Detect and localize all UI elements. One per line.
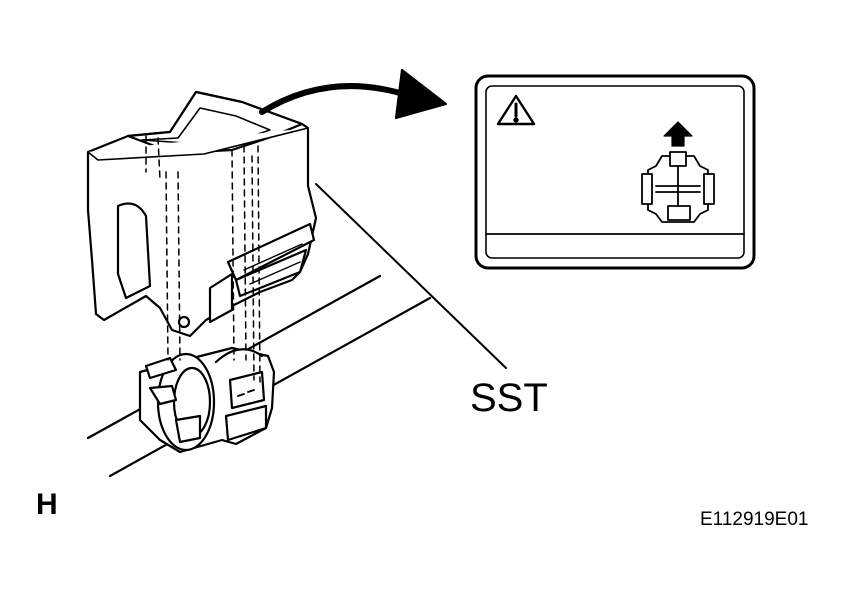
connector xyxy=(138,346,276,454)
warning-label-inset xyxy=(474,74,756,270)
hidden-lines xyxy=(145,135,261,383)
connector-symbol-icon xyxy=(641,151,715,223)
up-arrow-icon xyxy=(663,121,693,147)
curved-arrow-icon xyxy=(259,68,448,120)
sst-leader-line xyxy=(315,183,507,369)
sst-tool xyxy=(86,90,318,338)
warning-triangle-icon xyxy=(496,94,536,126)
sst-label: SST xyxy=(470,376,548,420)
figure-id: E112919E01 xyxy=(700,509,809,530)
view-label: H xyxy=(36,488,58,521)
